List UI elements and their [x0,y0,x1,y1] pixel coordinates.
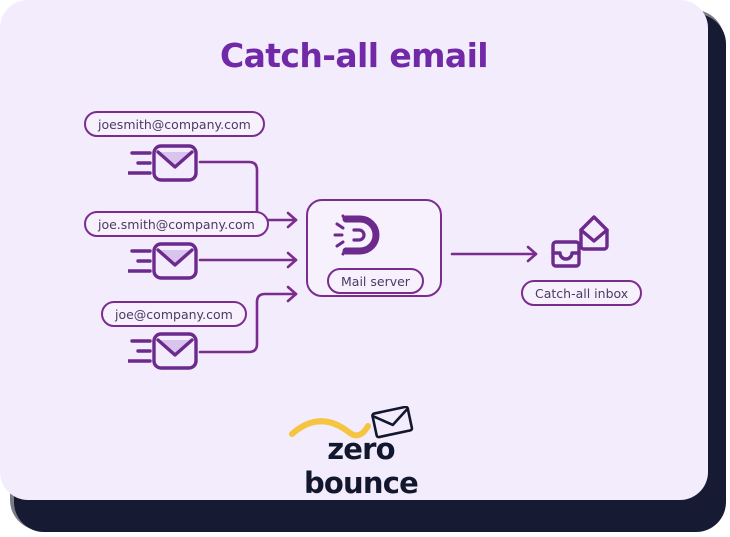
sender-address-1: joesmith@company.com [84,111,265,137]
inbox-tray-envelope-icon [548,213,612,276]
sent-envelope-icon-1 [126,140,200,191]
sent-envelope-icon-3 [126,328,200,379]
mail-server-label: Mail server [327,268,424,294]
diagram-card: Catch-all email joesmith@compan [0,0,708,500]
page-title: Catch-all email [219,36,489,75]
sent-envelope-icon-2 [126,238,200,289]
zerobounce-logo: zero bounce [276,406,446,500]
bouncing-envelope-logo-icon [289,406,414,439]
sender-address-2: joe.smith@company.com [84,211,269,237]
catch-all-inbox-label: Catch-all inbox [521,280,643,306]
sender-address-3: joe@company.com [101,301,247,327]
logo-wordmark: zero bounce [303,432,419,500]
magnet-icon [332,210,384,265]
